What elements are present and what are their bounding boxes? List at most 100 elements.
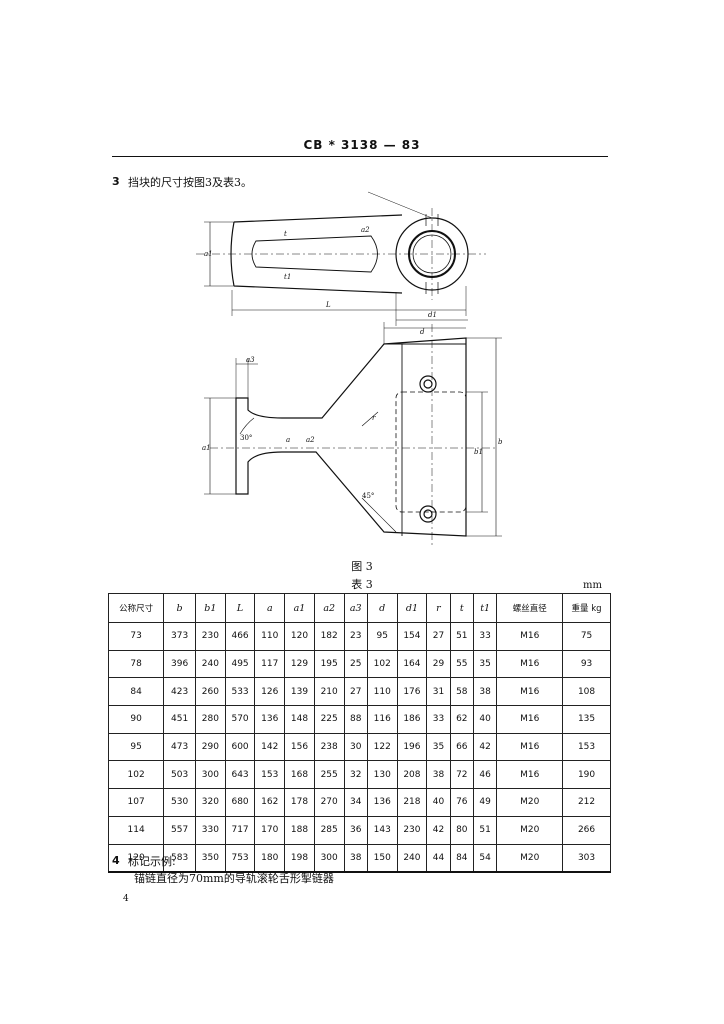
table-cell: 266 [562, 815, 611, 845]
table-cell: 195 [313, 649, 345, 679]
table-caption: 表 3 [351, 578, 373, 591]
table-cell: 114 [107, 815, 165, 845]
table-cell: 188 [284, 815, 315, 845]
table-cell: 90 [107, 705, 165, 734]
table-cell: 473 [163, 732, 197, 762]
table-cell: 186 [396, 705, 428, 734]
side-view [204, 322, 502, 546]
spec-table: 公称尺寸 b b1 L a a1 a2 a3 d d1 r t t1 螺丝直径 … [107, 593, 611, 874]
table-cell: 73 [107, 622, 165, 651]
table-cell: 285 [313, 815, 345, 845]
table-cell: 196 [396, 732, 428, 762]
table-cell: M20 [496, 815, 564, 845]
table-cell: 156 [284, 732, 315, 762]
table-cell: 330 [195, 815, 226, 845]
table-cell: 600 [224, 732, 256, 762]
table-cell: 23 [343, 622, 368, 651]
table-cell: 176 [396, 677, 428, 707]
table-cell: 680 [224, 788, 256, 817]
table-cell: 142 [254, 732, 286, 762]
section-4-number: 4 [112, 854, 120, 867]
dim-label-a3: a3 [246, 356, 255, 364]
col-header: a [254, 593, 286, 623]
table-cell: 643 [224, 760, 256, 790]
table-cell: 150 [366, 843, 398, 874]
col-header: t1 [472, 593, 498, 623]
table-cell: 300 [195, 760, 226, 790]
table-cell: 557 [163, 815, 197, 845]
table-cell: 753 [224, 843, 256, 874]
table-cell: 54 [472, 843, 498, 874]
table-cell: 238 [313, 732, 345, 762]
table-cell: 84 [107, 677, 165, 707]
dim-label-t1: t1 [284, 273, 291, 281]
col-header: a3 [343, 593, 368, 623]
table-cell: 34 [343, 788, 368, 817]
table-cell: 36 [343, 815, 368, 845]
table-cell: M20 [496, 843, 564, 874]
angle-label-45: 45° [362, 492, 374, 500]
table-cell: 198 [284, 843, 315, 874]
table-cell: 190 [562, 760, 611, 790]
table-cell: 25 [343, 649, 368, 679]
table-cell: 75 [562, 622, 611, 651]
table-cell: 107 [107, 788, 165, 817]
table-cell: 154 [396, 622, 428, 651]
table-cell: 33 [472, 622, 498, 651]
table-cell: 55 [449, 649, 474, 679]
dim-label-b: b [498, 438, 503, 446]
table-cell: M16 [496, 760, 564, 790]
table-cell: 230 [396, 815, 428, 845]
table-cell: 102 [107, 760, 165, 790]
table-cell: 95 [107, 732, 165, 762]
table-cell: 84 [449, 843, 474, 874]
dim-label-a2-top: a2 [361, 226, 370, 234]
table-cell: M16 [496, 622, 564, 651]
col-header: d [366, 593, 398, 623]
col-header: t [449, 593, 474, 623]
table-cell: 76 [449, 788, 474, 817]
table-cell: 122 [366, 732, 398, 762]
table-cell: 178 [284, 788, 315, 817]
page-number: 4 [123, 894, 129, 904]
table-cell: 32 [343, 760, 368, 790]
dim-label-a2-side: a2 [306, 436, 315, 444]
table-cell: 280 [195, 705, 226, 734]
dim-label-a: a [286, 436, 290, 444]
dim-label-a1-side: a1 [202, 444, 211, 452]
table-cell: 102 [366, 649, 398, 679]
col-header: 重量 kg [562, 593, 611, 623]
table-cell: 110 [366, 677, 398, 707]
table-cell: 72 [449, 760, 474, 790]
table-cell: 120 [284, 622, 315, 651]
col-header: a1 [284, 593, 315, 623]
dim-label-d1: d1 [428, 311, 437, 319]
table-cell: 88 [343, 705, 368, 734]
table-cell: 423 [163, 677, 197, 707]
table-cell: 153 [562, 732, 611, 762]
col-header: 公称尺寸 [107, 593, 165, 623]
table-cell: 583 [163, 843, 197, 874]
table-cell: 164 [396, 649, 428, 679]
table-cell: 230 [195, 622, 226, 651]
table-cell: 255 [313, 760, 345, 790]
table-cell: M16 [496, 649, 564, 679]
col-header: a2 [313, 593, 345, 623]
table-cell: 42 [426, 815, 451, 845]
table-cell: 218 [396, 788, 428, 817]
table-cell: 46 [472, 760, 498, 790]
table-cell: 240 [195, 649, 226, 679]
col-header: b1 [195, 593, 226, 623]
table-cell: M16 [496, 705, 564, 734]
table-cell: 136 [366, 788, 398, 817]
table-cell: 31 [426, 677, 451, 707]
col-header: d1 [396, 593, 428, 623]
table-cell: 80 [449, 815, 474, 845]
table-cell: 210 [313, 677, 345, 707]
table-cell: 129 [284, 649, 315, 679]
